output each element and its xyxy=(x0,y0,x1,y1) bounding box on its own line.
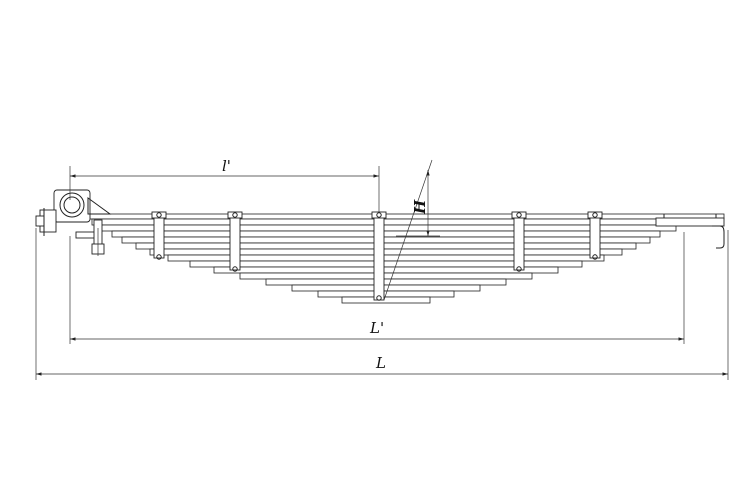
clip-1 xyxy=(151,211,167,260)
leaf-7 xyxy=(149,248,623,256)
leaf-10 xyxy=(213,266,559,274)
label-l-prime: l' xyxy=(222,157,231,175)
right-end-bracket xyxy=(655,214,725,249)
dimension-L-prime: L' xyxy=(69,232,685,344)
leaf-11 xyxy=(239,272,533,280)
dimension-L: L xyxy=(35,228,729,380)
leaf-4 xyxy=(111,230,661,238)
label-L: L xyxy=(375,354,386,372)
label-L-prime: L' xyxy=(369,319,384,337)
left-eye-assembly xyxy=(35,189,112,256)
dimension-l-prime: l' xyxy=(69,157,380,212)
label-h: H xyxy=(411,199,429,215)
clip-5 xyxy=(587,211,603,260)
leaf-13 xyxy=(291,284,481,292)
leaf-5 xyxy=(121,236,651,244)
clip-2 xyxy=(227,211,243,272)
clip-4 xyxy=(511,211,527,272)
leaf-12 xyxy=(265,278,507,286)
center-clip xyxy=(371,211,387,301)
dimension-h: H xyxy=(383,159,440,301)
leaf-6 xyxy=(135,242,637,250)
leaf-15 xyxy=(341,296,431,304)
